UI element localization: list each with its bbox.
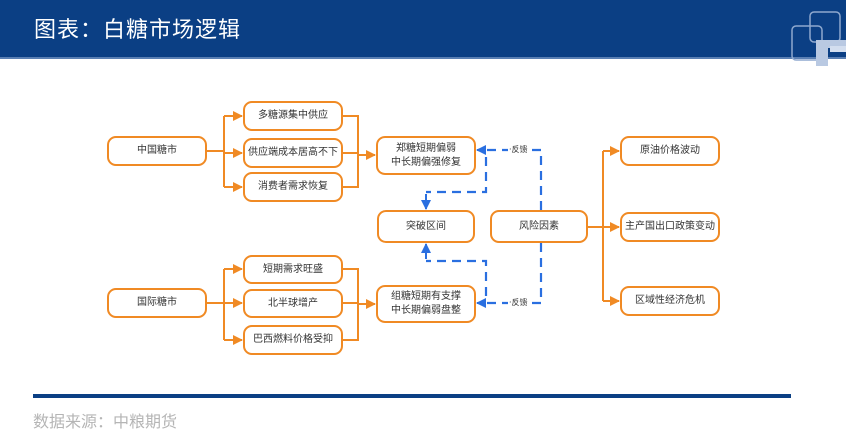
risk-factors-label: 风险因素 xyxy=(519,220,559,232)
feedback-line-top xyxy=(478,148,543,210)
connector-risk-to-items xyxy=(588,151,604,301)
intl-factor-label: 北半球增产 xyxy=(268,297,318,309)
feedback-label-top: ·反馈 xyxy=(508,144,529,155)
china-outcome-line: 中长期偏强修复 xyxy=(391,156,461,168)
dashed-bottom-to-breakout xyxy=(426,259,488,296)
china-outcome-box: 郑糖短期偏弱 中长期偏强修复 xyxy=(376,136,476,175)
intl-outcome-line: 中长期偏弱盘整 xyxy=(391,305,461,316)
risk-item-box: 主产国出口政策变动 xyxy=(620,212,720,242)
intl-outcome-line: 组糖短期有支撑 xyxy=(391,291,461,302)
page-title: 图表：白糖市场逻辑 xyxy=(34,18,242,43)
intl-factor-label: 巴西燃料价格受抑 xyxy=(253,334,333,345)
intl-factor-box: 巴西燃料价格受抑 xyxy=(243,325,343,355)
risk-item-box: 原油价格波动 xyxy=(620,136,720,166)
intl-market-box: 国际糖市 xyxy=(107,288,207,318)
intl-outcome-box: 组糖短期有支撑 中长期偏弱盘整 xyxy=(376,285,476,323)
connector-intl-to-factors xyxy=(207,269,225,340)
company-logo-icon xyxy=(791,11,846,66)
intl-factor-box: 北半球增产 xyxy=(243,289,343,318)
intl-factor-label: 短期需求旺盛 xyxy=(263,263,323,275)
breakout-label: 突破区间 xyxy=(406,220,446,232)
china-factor-label: 供应端成本居高不下 xyxy=(248,147,338,158)
china-factor-box: 多糖源集中供应 xyxy=(243,101,343,131)
china-factor-label: 消费者需求恢复 xyxy=(258,181,328,192)
dashed-top-to-breakout xyxy=(426,157,488,194)
china-factor-box: 消费者需求恢复 xyxy=(243,172,343,202)
connector-intl-factors-merge xyxy=(343,268,359,341)
risk-item-label: 区域性经济危机 xyxy=(635,295,705,306)
breakout-box: 突破区间 xyxy=(377,210,475,243)
feedback-label-bottom: ·反馈 xyxy=(508,297,529,308)
risk-factors-box: 风险因素 xyxy=(490,210,588,243)
connector-china-factors-merge xyxy=(343,115,359,188)
connector-china-to-factors xyxy=(207,115,241,188)
feedback-line-bottom xyxy=(478,243,543,305)
china-factor-label: 多糖源集中供应 xyxy=(258,110,328,121)
china-factor-box: 供应端成本居高不下 xyxy=(243,138,343,168)
header-divider xyxy=(0,57,846,59)
risk-item-box: 区域性经济危机 xyxy=(620,286,720,316)
data-source: 数据来源：中粮期货 xyxy=(33,412,178,431)
risk-item-label: 原油价格波动 xyxy=(640,145,700,156)
risk-item-label: 主产国出口政策变动 xyxy=(625,221,715,232)
header-banner xyxy=(0,0,846,57)
footer-divider xyxy=(33,394,791,398)
intl-market-label: 国际糖市 xyxy=(137,297,177,308)
china-market-label: 中国糖市 xyxy=(137,145,177,156)
china-market-box: 中国糖市 xyxy=(107,136,207,166)
china-outcome-line: 郑糖短期偏弱 xyxy=(396,142,456,154)
intl-factor-box: 短期需求旺盛 xyxy=(243,255,343,284)
